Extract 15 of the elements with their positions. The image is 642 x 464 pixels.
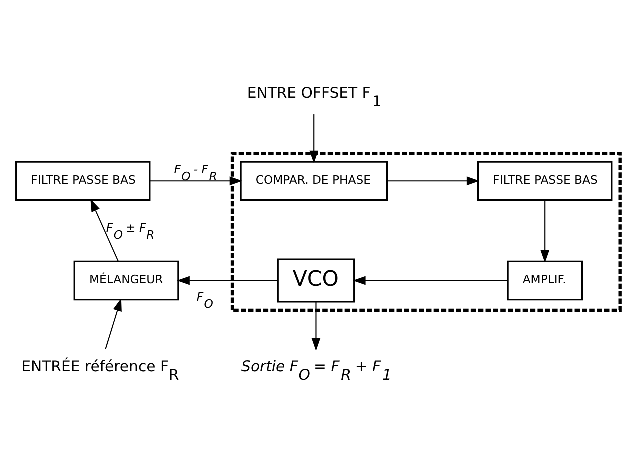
arrow: [540, 200, 550, 264]
node-box: VCO: [277, 258, 356, 303]
arrow: [312, 302, 321, 352]
arrow: [177, 276, 278, 286]
node-box: MÉLANGEUR: [74, 260, 180, 301]
node-box: COMPAR. DE PHASE: [240, 161, 388, 202]
arrow: [353, 276, 508, 286]
arrow: [150, 176, 243, 186]
node-box: FILTRE PASSE BAS: [478, 161, 613, 202]
node-box: FILTRE PASSE BAS: [16, 161, 151, 202]
arrow: [90, 199, 119, 262]
arrow: [388, 176, 480, 186]
arrow: [310, 114, 319, 164]
arrow: [105, 298, 122, 350]
node-box: AMPLIF.: [507, 260, 584, 301]
